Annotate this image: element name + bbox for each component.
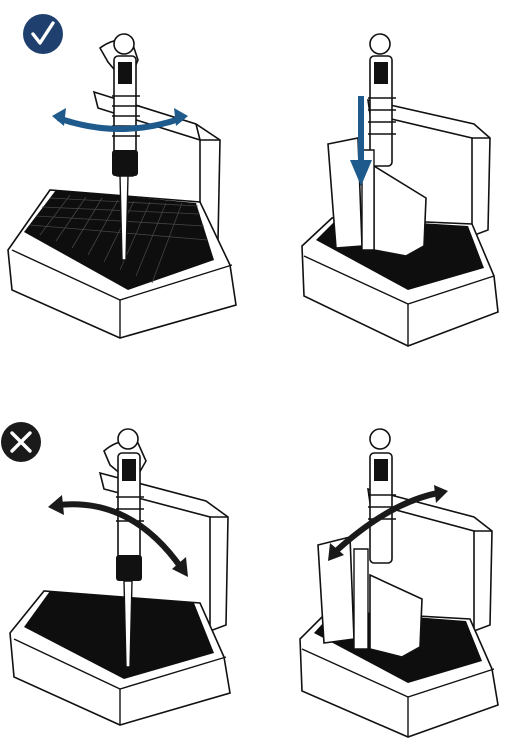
panel-incorrect-single-pipette (0, 377, 258, 753)
panel-correct-single-pipette (0, 0, 258, 376)
multichannel-pipette (318, 429, 422, 657)
panel-tr-illustration (258, 0, 516, 376)
panel-correct-multichannel-pipette (258, 0, 516, 376)
panel-incorrect-multichannel-pipette (258, 377, 516, 753)
cross-icon (0, 421, 42, 463)
panel-br-illustration (258, 377, 516, 753)
checkmark-icon (22, 13, 64, 55)
panel-tl-illustration (0, 0, 258, 376)
multichannel-pipette (328, 34, 426, 256)
